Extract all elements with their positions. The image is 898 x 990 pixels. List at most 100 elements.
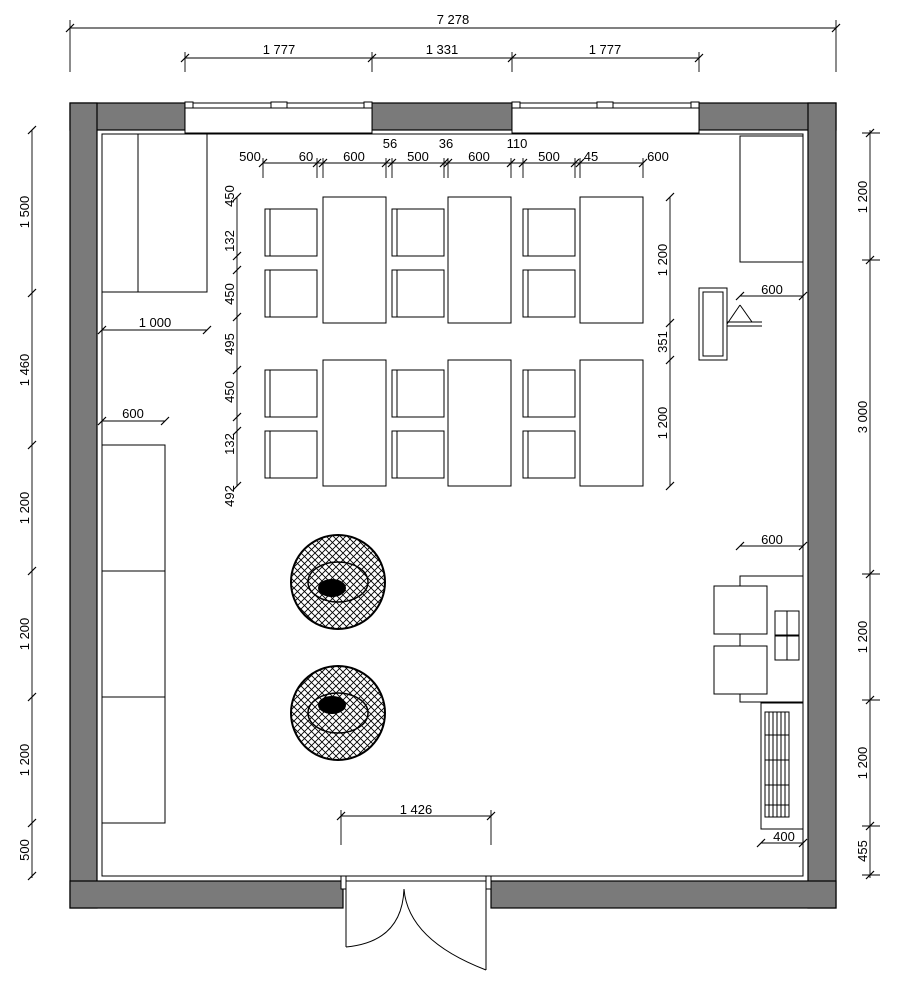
dim-label: 1 331 (426, 42, 459, 57)
dim-label: 450 (222, 381, 237, 403)
dim-label: 400 (773, 829, 795, 844)
desk-group (391, 359, 512, 487)
double-door (340, 875, 492, 971)
dim-label: 495 (222, 333, 237, 355)
dim-label: 45 (584, 149, 598, 164)
chair (391, 269, 445, 318)
chair (522, 208, 576, 257)
chair (522, 269, 576, 318)
dim-label: 60 (299, 149, 313, 164)
desk-group (522, 196, 644, 324)
dim-label: 56 (383, 136, 397, 151)
bean-bag (290, 534, 386, 630)
dimension-desk-row: 500 60 600 56 500 36 600 110 500 45 600 (239, 136, 669, 178)
table (447, 359, 512, 487)
door-swing-left (345, 888, 405, 948)
interior-finish-line (96, 129, 809, 882)
dim-label: 500 (538, 149, 560, 164)
wall-bottom-left (69, 880, 344, 909)
dimension-desk-column: 450 132 450 495 450 132 492 (222, 185, 242, 507)
dim-label: 450 (222, 185, 237, 207)
wall-cabinet (101, 444, 166, 572)
teacher-desk-unit (713, 575, 804, 703)
chair (264, 269, 318, 318)
chair (522, 430, 576, 479)
dim-label: 1 200 (655, 244, 670, 277)
dimension-top-windows: 1 777 1 331 1 777 (180, 42, 704, 72)
dimension-shelf-depth: 400 (756, 829, 808, 848)
table (322, 359, 387, 487)
teacher-chair (713, 645, 768, 695)
dim-label: 600 (122, 406, 144, 421)
dim-label: 1 200 (855, 747, 870, 780)
easel (698, 287, 762, 361)
dim-label: 1 777 (589, 42, 622, 57)
window-right (511, 101, 700, 134)
dimension-top-overall: 7 278 (65, 12, 841, 72)
dim-label: 1 426 (400, 802, 433, 817)
dimension-easel-width: 600 (735, 282, 808, 301)
desk-group (264, 359, 387, 487)
dim-label: 1 200 (17, 492, 32, 525)
dim-label: 600 (761, 532, 783, 547)
door-swing-right (403, 888, 487, 971)
dim-label: 450 (222, 283, 237, 305)
teacher-chair (713, 585, 768, 635)
dim-label: 1 200 (855, 181, 870, 214)
chair (264, 369, 318, 418)
dim-label: 500 (407, 149, 429, 164)
dim-label: 7 278 (437, 12, 470, 27)
dim-label: 1 200 (17, 744, 32, 777)
dim-label: 500 (17, 839, 32, 861)
dim-label: 500 (239, 149, 261, 164)
dimension-left-chain: 1 500 1 460 1 200 1 200 1 200 500 (17, 125, 37, 881)
wall-bottom-right (490, 880, 837, 909)
dim-label: 1 200 (655, 407, 670, 440)
dim-label: 600 (761, 282, 783, 297)
dimension-right-chain: 1 200 3 000 1 200 1 200 455 (855, 128, 880, 880)
dim-label: 351 (655, 331, 670, 353)
walls (69, 102, 837, 909)
dim-label: 1 500 (17, 196, 32, 229)
wall-cabinets-left (101, 444, 166, 824)
table (579, 196, 644, 324)
dim-label: 600 (343, 149, 365, 164)
dim-label: 3 000 (855, 401, 870, 434)
table (322, 196, 387, 324)
dim-label: 1 000 (139, 315, 172, 330)
bean-bag (290, 665, 386, 761)
window-right-handle (596, 101, 614, 109)
table (447, 196, 512, 324)
dimension-table-depth: 1 200 351 1 200 (655, 192, 675, 491)
dim-label: 492 (222, 485, 237, 507)
dim-label: 1 460 (17, 354, 32, 387)
chair (391, 430, 445, 479)
desk-group (264, 196, 387, 324)
dimension-desk-unit: 600 (735, 532, 808, 551)
wall-cabinet (101, 696, 166, 824)
desk-group (391, 196, 512, 324)
chair (391, 369, 445, 418)
bookshelf (760, 702, 804, 830)
dim-label: 1 200 (855, 621, 870, 654)
chair (391, 208, 445, 257)
dim-label: 36 (439, 136, 453, 151)
dimension-cabinet-depth: 600 (97, 406, 170, 426)
window-left-handle (270, 101, 288, 109)
wall-cabinet (101, 570, 166, 698)
cabinet-top-right (739, 135, 804, 263)
sofa-top-left (101, 133, 208, 293)
desk-groups (264, 196, 644, 487)
dim-label: 110 (507, 136, 528, 151)
dimension-sofa-depth: 1 000 (97, 315, 212, 335)
dim-label: 455 (855, 840, 870, 862)
dim-label: 600 (468, 149, 490, 164)
dim-label: 1 200 (17, 618, 32, 651)
dimension-door: 1 426 (336, 802, 496, 845)
dim-label: 132 (222, 230, 237, 252)
dim-label: 600 (647, 149, 669, 164)
wall-right (807, 102, 837, 909)
window-left (184, 101, 373, 134)
chair (264, 208, 318, 257)
